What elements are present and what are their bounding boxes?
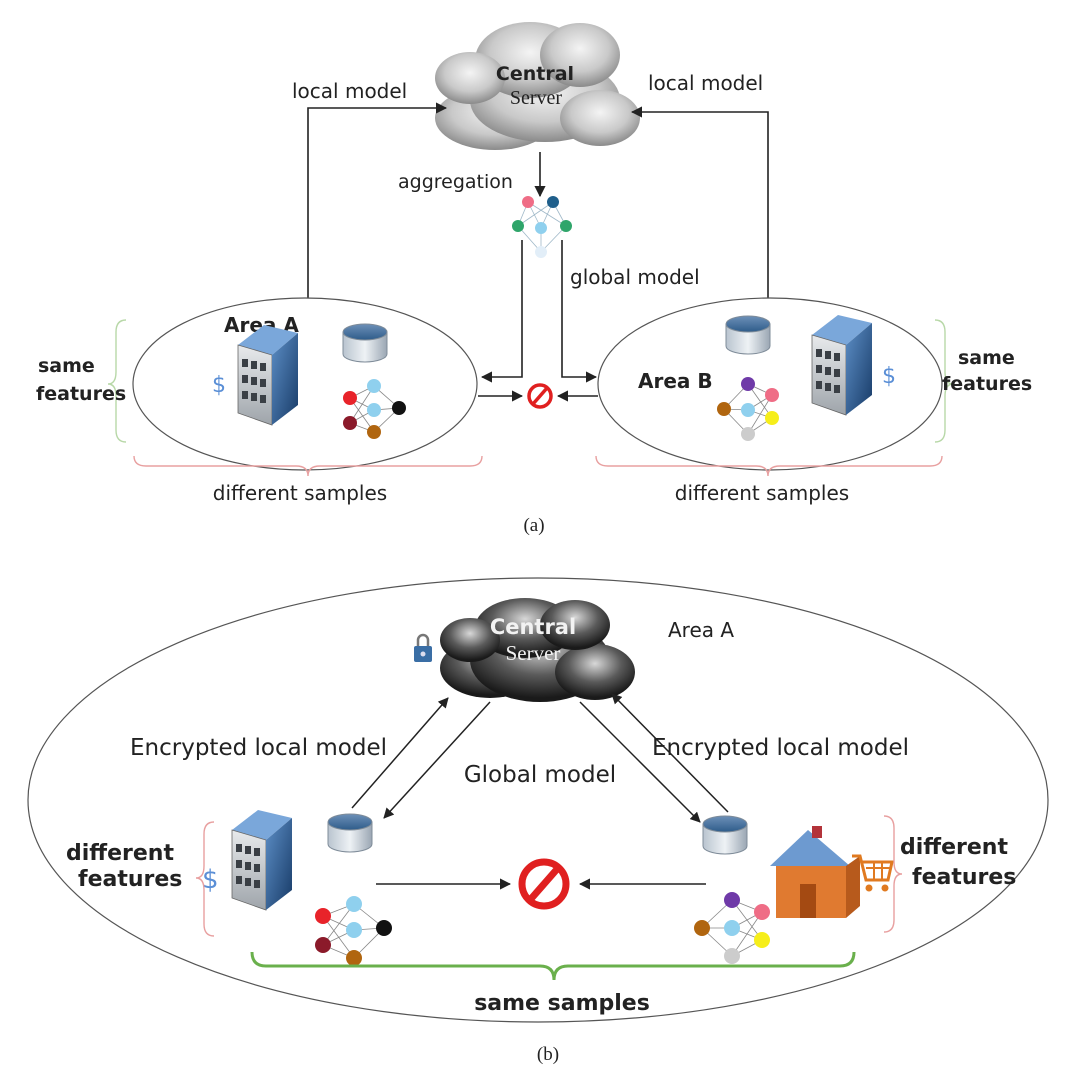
same-features-label-left-1: same — [38, 355, 95, 377]
different-features-label-left-1: different — [66, 841, 174, 866]
database-icon — [327, 813, 373, 853]
brace-different-samples-left — [133, 455, 483, 477]
neural-network-icon — [694, 892, 770, 964]
cart-icon — [852, 854, 894, 892]
house-icon — [770, 826, 860, 918]
arrow-global-model-right — [561, 240, 598, 383]
server-label-b-1: Central — [490, 615, 576, 639]
same-features-label-right-1: same — [958, 347, 1015, 369]
arrow-local-model-left — [307, 102, 448, 298]
global-model-label: global model — [570, 265, 700, 289]
brace-same-samples — [250, 951, 856, 981]
caption-a: (a) — [523, 515, 544, 536]
different-samples-label-left: different samples — [213, 481, 387, 505]
cloud-icon — [435, 22, 640, 150]
dollar-icon: $ — [212, 373, 226, 398]
forbidden-icon — [522, 862, 566, 906]
different-features-label-right-1: different — [900, 835, 1008, 860]
encrypted-local-model-label-left: Encrypted local model — [130, 735, 387, 761]
neural-network-icon — [343, 379, 406, 439]
brace-different-features-right — [883, 815, 903, 933]
neural-network-icon — [315, 896, 392, 966]
server-label-a-2: Server — [510, 87, 563, 109]
brace-same-features-left — [107, 319, 127, 443]
different-samples-label-right: different samples — [675, 481, 849, 505]
global-model-label-b: Global model — [464, 762, 616, 788]
aggregation-label: aggregation — [398, 171, 513, 193]
database-icon — [702, 815, 748, 855]
forbidden-icon — [527, 383, 553, 409]
arrow-global-model-left — [480, 240, 523, 383]
different-features-label-left-2: features — [78, 867, 182, 892]
neural-network-icon — [512, 196, 572, 258]
caption-b: (b) — [537, 1044, 559, 1065]
panel-b: Central Server Area A Encrypted local mo… — [27, 577, 1049, 1065]
database-icon — [725, 315, 771, 355]
area-a-ellipse — [132, 297, 478, 471]
lock-icon — [414, 633, 432, 662]
encrypted-local-model-label-right: Encrypted local model — [652, 735, 909, 761]
arrow-global-model-left-down — [383, 701, 491, 819]
dollar-icon: $ — [202, 865, 219, 895]
same-samples-label: same samples — [474, 991, 650, 1016]
cloud-icon — [440, 598, 635, 702]
arrow-global-model-right-down — [579, 701, 701, 823]
arrow-encrypted-left-up — [351, 697, 449, 809]
area-label-b: Area A — [668, 618, 734, 642]
arrow-local-model-right — [630, 106, 769, 298]
different-features-label-right-2: features — [912, 865, 1016, 890]
same-features-label-right-2: features — [942, 373, 1032, 395]
building-icon — [237, 324, 299, 426]
building-icon — [811, 314, 873, 416]
neural-network-icon — [717, 377, 779, 441]
database-icon — [342, 323, 388, 363]
same-features-label-left-2: features — [36, 383, 126, 405]
brace-different-samples-right — [595, 455, 943, 477]
server-label-a-1: Central — [496, 63, 574, 85]
brace-different-features-left — [195, 821, 215, 937]
local-model-label-left: local model — [292, 79, 407, 103]
arrow-encrypted-right-up — [611, 693, 729, 813]
panel-a: Central Server local model local model a… — [36, 22, 1032, 536]
brace-same-features-right — [934, 319, 954, 443]
local-model-label-right: local model — [648, 71, 763, 95]
server-label-b-2: Server — [506, 641, 561, 665]
dollar-icon: $ — [882, 364, 896, 389]
area-b-label: Area B — [638, 369, 713, 393]
building-icon — [231, 809, 293, 911]
